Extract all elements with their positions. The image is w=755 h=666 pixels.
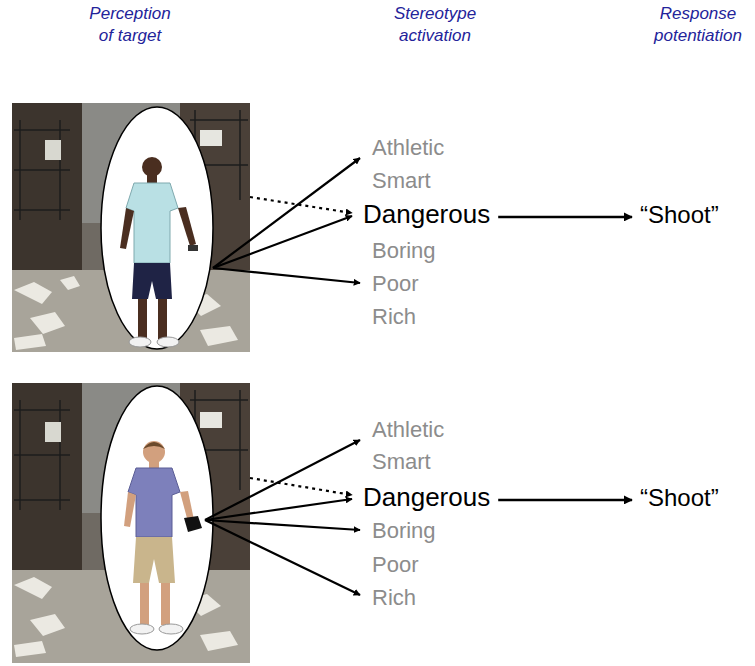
trait-node: Athletic [372,135,444,160]
column-heading: Perception of target [80,3,180,47]
trait-node: Rich [372,304,416,329]
trait-node: Smart [372,168,431,193]
trait-text: Smart [372,168,431,193]
street-photo [12,383,250,663]
response-node: “Shoot” [640,201,719,229]
trait-node: Poor [372,271,418,296]
trait-text: Poor [372,552,418,577]
response-text: “Shoot” [640,201,719,229]
column-heading: Response potentiation [645,3,751,47]
active-trait-node: Dangerous [363,483,490,513]
trait-node: Boring [372,518,436,543]
response-arrow [498,216,632,219]
trait-node: Smart [372,449,431,474]
active-trait-node: Dangerous [363,200,490,230]
trait-node: Rich [372,585,416,610]
trait-text: Boring [372,238,436,263]
trait-text: Smart [372,449,431,474]
trait-text: Boring [372,518,436,543]
trait-text: Rich [372,585,416,610]
active-trait-text: Dangerous [363,483,490,513]
trait-node: Poor [372,552,418,577]
response-text: “Shoot” [640,484,719,512]
trait-node: Athletic [372,417,444,442]
trait-text: Poor [372,271,418,296]
trait-node: Boring [372,238,436,263]
trait-text: Rich [372,304,416,329]
response-node: “Shoot” [640,484,719,512]
column-heading: Stereotype activation [385,3,485,47]
active-trait-text: Dangerous [363,200,490,230]
association-arrows [205,158,360,595]
trait-text: Athletic [372,417,444,442]
response-arrow [498,499,632,502]
street-photo [12,103,250,352]
trait-text: Athletic [372,135,444,160]
